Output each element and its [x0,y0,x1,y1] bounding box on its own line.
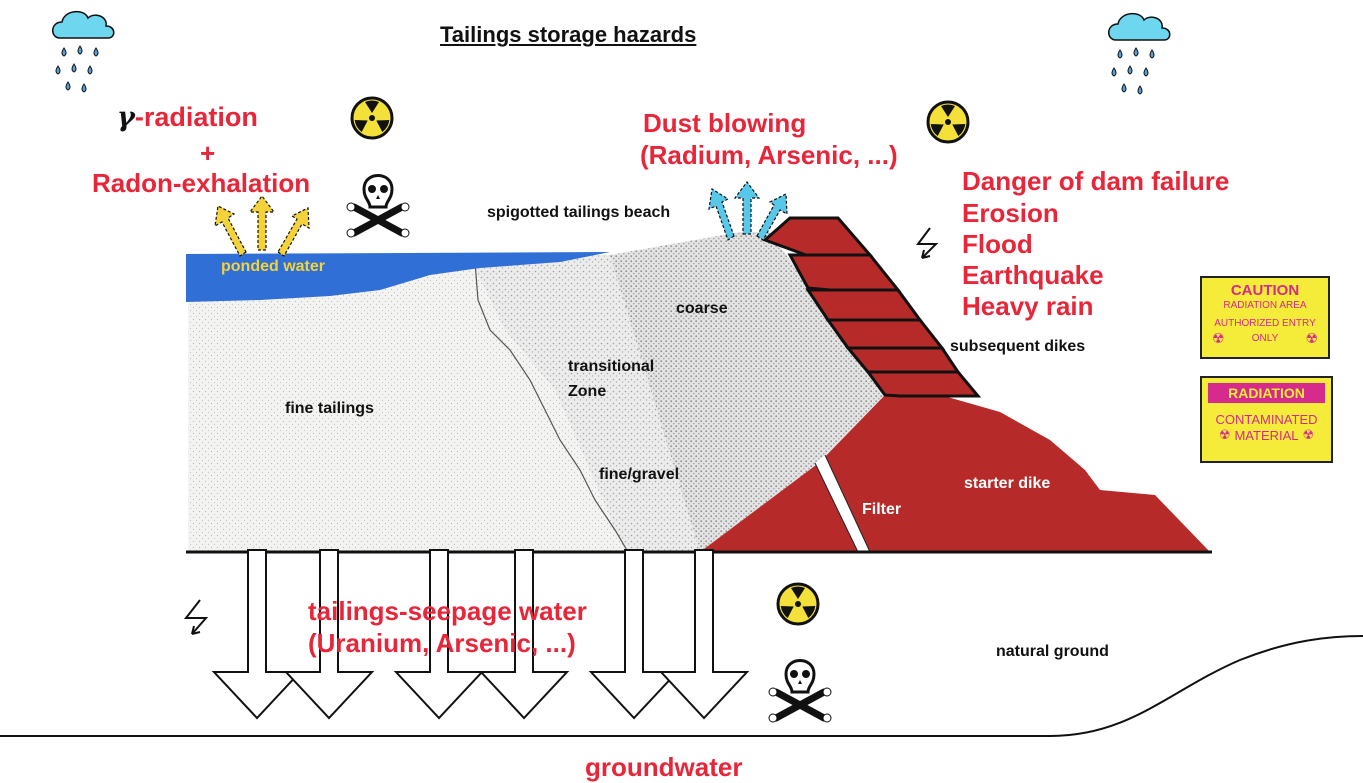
transitional-boundary [474,261,629,553]
rain-cloud-icon [52,10,115,93]
fine-gravel-label: fine/gravel [599,466,680,483]
radiation-line2: MATERIAL [1234,427,1299,443]
natural-ground-label: natural ground [996,643,1109,660]
coarse-zone [610,232,885,552]
dust-arrows [708,181,788,241]
ponded-water-label: ponded water [221,258,326,275]
gamma-text: -radiation [134,102,258,132]
radiation-trefoil-icon: ☢ [1305,330,1318,346]
radiation-trefoil-icon [926,100,970,144]
plus-sign: + [200,138,216,168]
starter-dike-body [700,392,1210,552]
skull-crossbones-icon [768,659,832,723]
radiation-trefoil-icon: ☢ [1212,330,1225,346]
rain-cloud-icon [1108,12,1171,95]
caution-heading: CAUTION [1230,282,1300,299]
page-title: Tailings storage hazards [440,22,697,47]
caution-line2: AUTHORIZED ENTRY [1214,318,1316,329]
seepage-label-line1: tailings-seepage water [308,596,587,626]
dam-failure-item: Erosion [962,198,1059,228]
transitional-label-line1: transitional [568,358,655,375]
seepage-arrows [211,549,750,720]
subsequent-dikes [762,216,982,398]
filter-label: Filter [862,501,902,518]
subsequent-dikes-label: subsequent dikes [950,338,1086,355]
radiation-trefoil-icon: ☢ [1218,427,1231,442]
radon-label: Radon-exhalation [92,168,311,198]
gamma-radiation-label: γ-radiation [117,102,258,133]
gamma-symbol: γ [117,102,135,133]
dam-failure-item: Earthquake [962,260,1104,290]
groundwater-label: groundwater [585,752,743,782]
radiation-arrows [214,195,310,257]
lightning-icon [916,227,939,259]
transitional-label-line2: Zone [568,383,607,400]
radiation-heading: RADIATION [1208,383,1325,403]
seepage-label-line2: (Uranium, Arsenic, ...) [308,628,576,658]
skull-crossbones-icon [346,174,410,238]
fine-tailings-label: fine tailings [285,400,374,417]
beach-label: spigotted tailings beach [487,204,671,221]
dam-failure-item: Flood [962,229,1033,259]
filter-band [815,455,870,552]
dam-failure-item: Heavy rain [962,291,1094,321]
caution-line3: ONLY [1251,332,1279,344]
dam-failure-item: Danger of dam failure [962,166,1230,196]
natural-ground-line [0,635,1363,737]
dust-label-line1: Dust blowing [643,108,807,138]
radiation-trefoil-icon [776,582,820,626]
dust-label-line2: (Radium, Arsenic, ...) [640,140,898,170]
caution-line1: RADIATION AREA [1223,300,1307,311]
coarse-label: coarse [676,300,728,317]
lightning-icon [183,599,209,635]
radiation-line1: CONTAMINATED [1215,412,1318,427]
radiation-trefoil-icon [350,96,394,140]
warning-sign: CAUTION RADIATION AREA AUTHORIZED ENTRY … [1200,276,1330,359]
warning-sign: RADIATION CONTAMINATED ☢ MATERIAL ☢ [1200,376,1333,463]
starter-dike-label: starter dike [964,475,1051,492]
ponded-water [186,252,610,302]
radiation-trefoil-icon: ☢ [1302,427,1315,442]
